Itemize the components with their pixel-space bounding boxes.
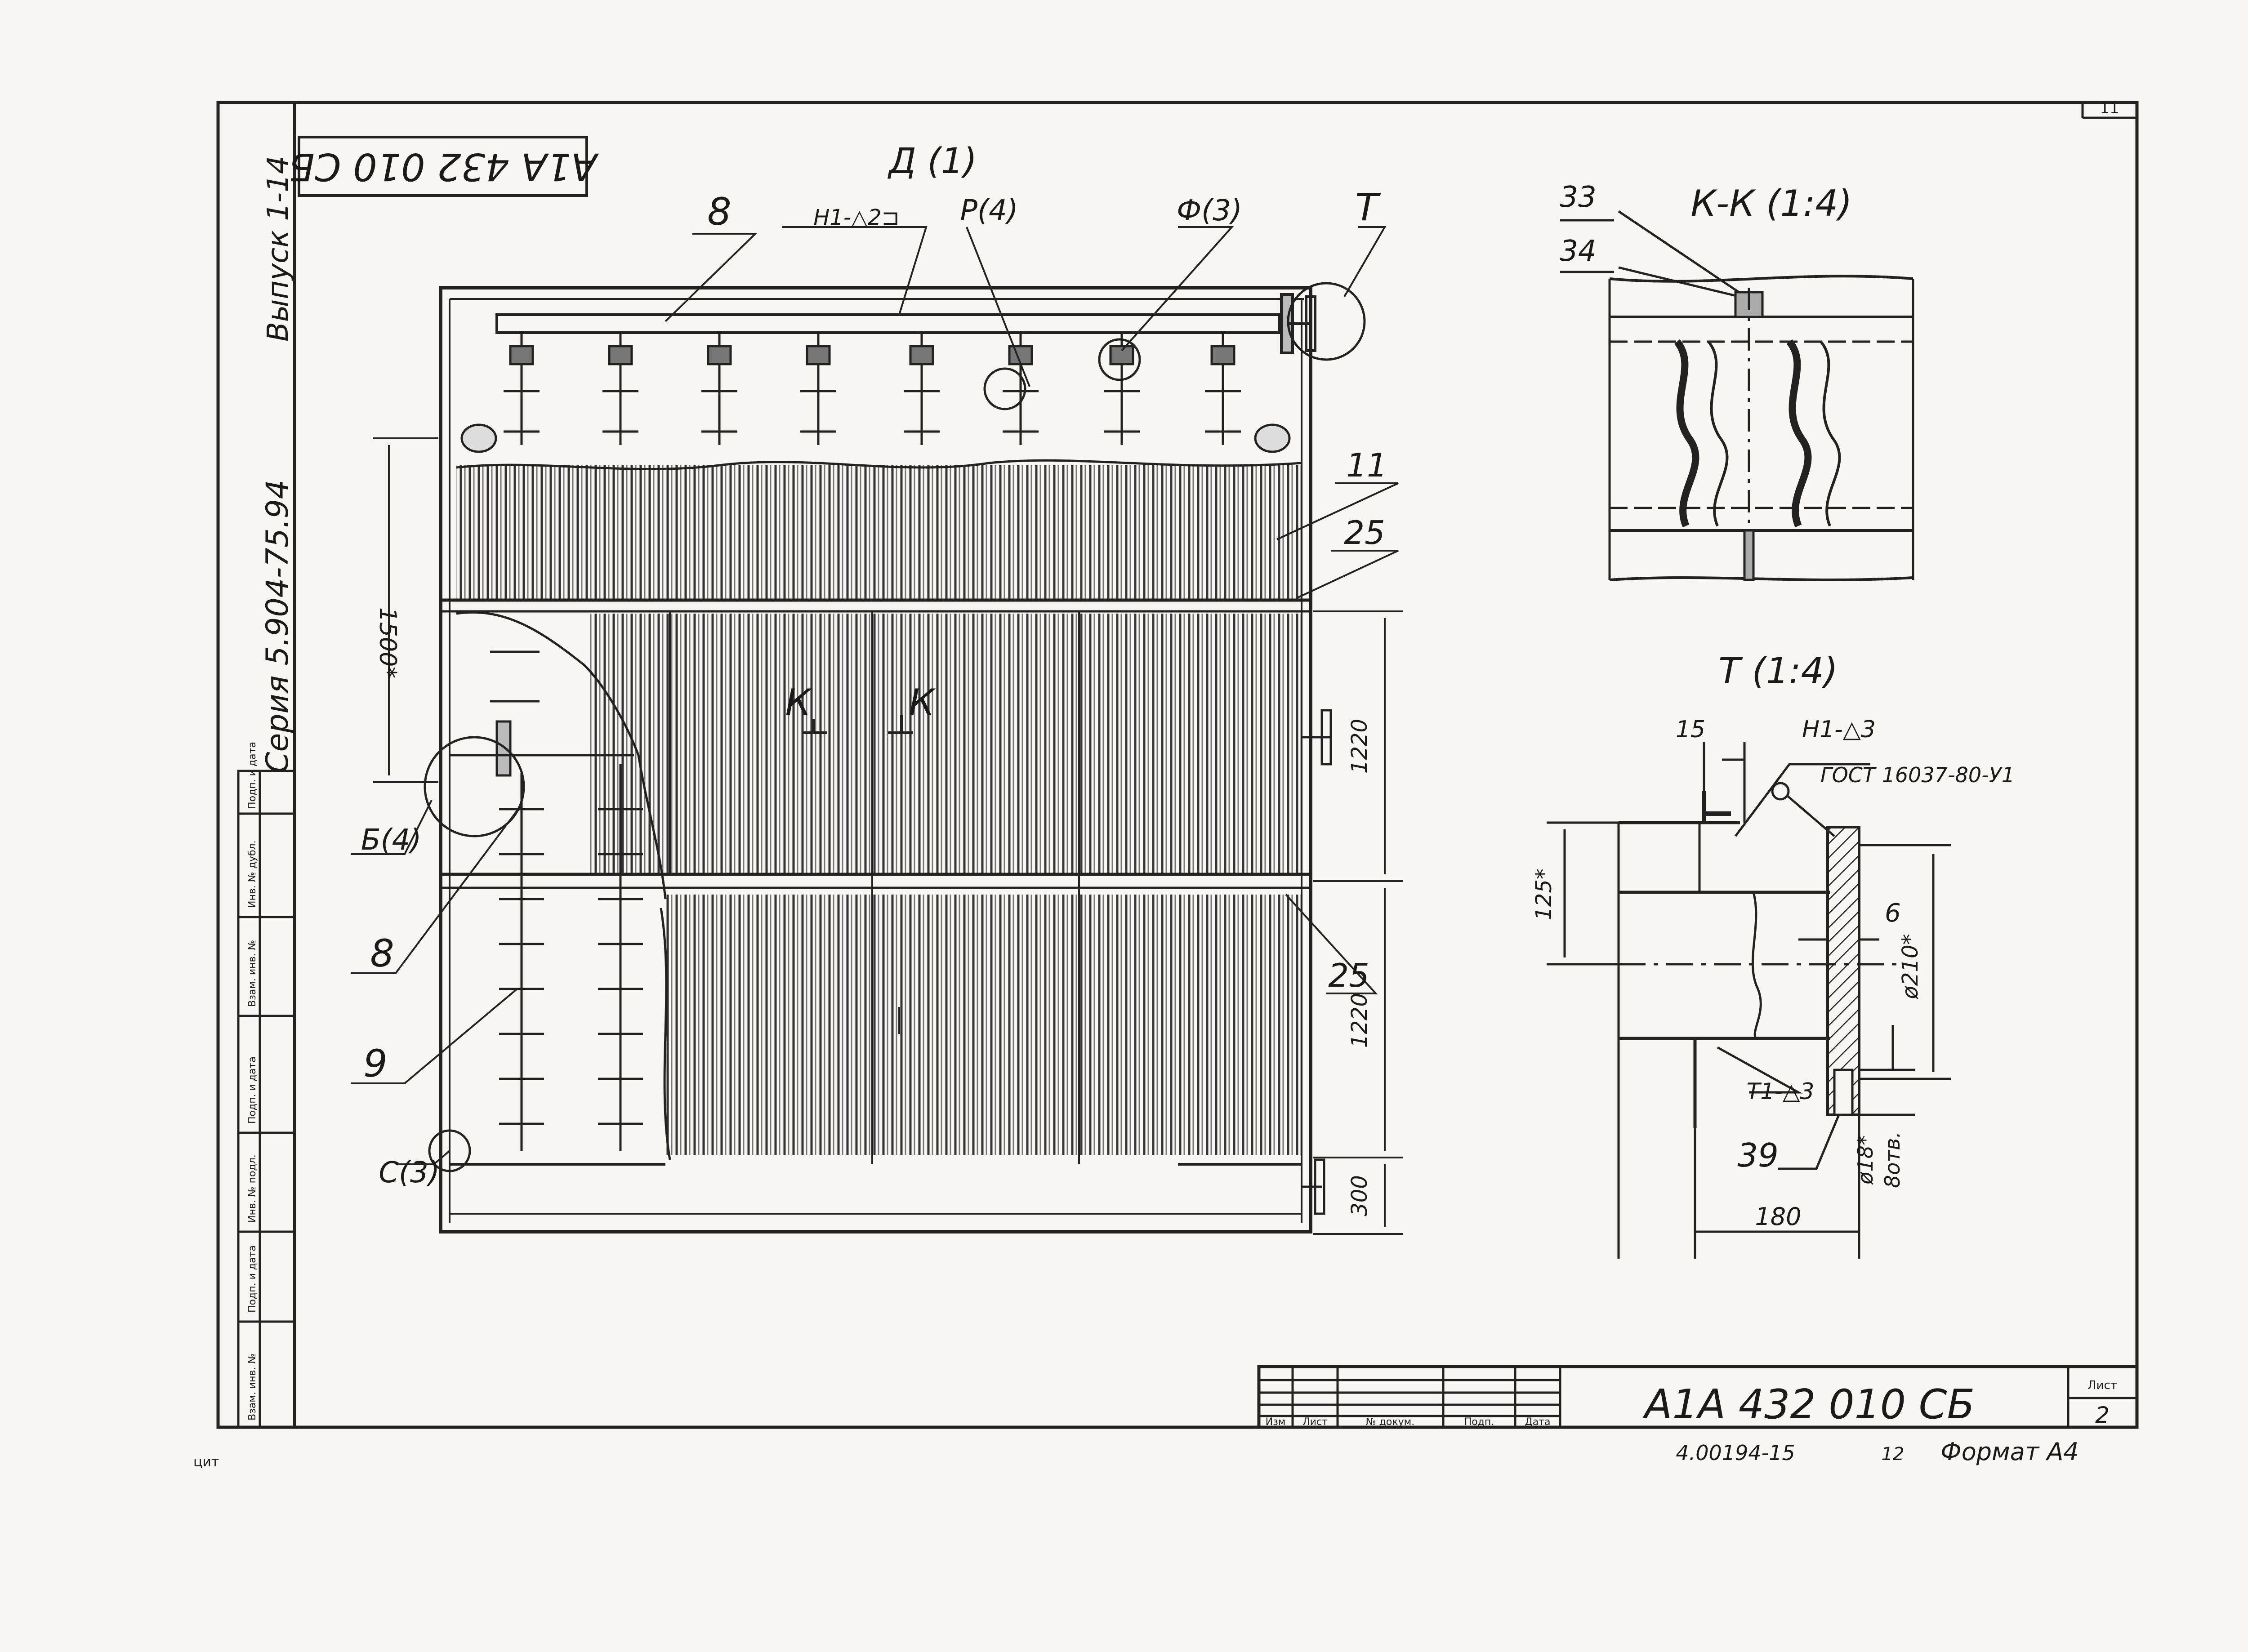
stamp-cell-4: Подп. и дата [247, 1056, 258, 1124]
section-marks-k [803, 715, 913, 734]
callout-8-left: 8 [370, 931, 394, 975]
side-stamp-labels: Взам. инв. № Подп. и дата Инв. № подл. П… [247, 742, 258, 1420]
callout-34: 34 [1560, 235, 1596, 268]
side-stamp [237, 770, 296, 1429]
weld-mark-top: Н1-△2⊐ [813, 205, 900, 230]
detail-t-view: Т (1:4) [1531, 650, 2015, 1259]
tube-bank-top [456, 465, 1302, 600]
header-list: Лист [1302, 1416, 1328, 1428]
stamp-cell-7: Подп. и дата [247, 742, 258, 809]
inventory-index: 12 [1882, 1444, 1905, 1465]
series-text: Серия 5.904-75.94 [260, 480, 295, 773]
detail-circle-b [424, 736, 525, 837]
corner-mark: цит [193, 1454, 219, 1470]
header-izm: Изм [1266, 1416, 1286, 1428]
left-hanger-rods [450, 650, 643, 1151]
detail-circle-p [983, 367, 1026, 410]
right-nozzles [1302, 709, 1332, 1215]
weld-mark-h1: Н1-△3 [1802, 716, 1876, 743]
top-right-sheet-number: 11 [2100, 99, 2119, 117]
dimension-lines [373, 437, 1403, 1235]
callout-p4: Р(4) [960, 194, 1018, 227]
tube-bank-middle [589, 614, 1302, 874]
main-view: Д (1) 8 Н1-△2⊐ Р(4) Ф(3) Т 11 25 25 Б(4)… [351, 141, 1403, 1235]
issue-text: Выпуск 1-14 [262, 156, 295, 342]
header-doc-no: № докум. [1366, 1416, 1414, 1428]
weld-mark-t1: Т1-△3 [1747, 1078, 1815, 1104]
callout-b4: Б(4) [361, 824, 422, 857]
callout-39: 39 [1737, 1136, 1779, 1174]
dim-300: 300 [1347, 1175, 1372, 1216]
section-k-left: К [785, 681, 812, 723]
section-k-right: К [909, 681, 936, 723]
detail-circle-f [1098, 338, 1141, 381]
title-block-headers: Изм Лист № докум. Подп. Дата [1266, 1416, 1551, 1428]
header-podp: Подп. [1464, 1416, 1494, 1428]
boxed-code-text: А1А 432 010 СБ [289, 145, 599, 189]
dim-18: ø18* [1853, 1135, 1878, 1185]
stamp-cell-5: Взам. инв. № [247, 940, 258, 1007]
boxed-code: А1А 432 010 СБ [289, 136, 599, 197]
section-kk-label: К-К (1:4) [1690, 183, 1852, 224]
callout-f3: Ф(3) [1177, 194, 1242, 227]
holes-count: 8отв. [1880, 1131, 1905, 1188]
title-designation: А1А 432 010 СБ [1642, 1381, 1975, 1428]
dim-1500: 1500* [374, 607, 401, 678]
gost-reference: ГОСТ 16037-80-У1 [1820, 763, 2015, 787]
callout-9: 9 [363, 1042, 387, 1086]
sheet-label: Лист [2087, 1379, 2117, 1392]
top-hanger-rods [460, 333, 1291, 453]
format-label: Формат А4 [1940, 1438, 2079, 1466]
dim-6: 6 [1885, 899, 1901, 928]
callout-c3: С(3) [379, 1156, 439, 1189]
leader-lines [351, 226, 1399, 1165]
stamp-cell-2: Подп. и дата [247, 1245, 258, 1313]
title-block [1257, 1365, 2139, 1429]
dim-1220-lower: 1220 [1347, 993, 1372, 1048]
callout-t: Т [1355, 185, 1381, 229]
detail-circles [424, 282, 1366, 1172]
detail-t-label: Т (1:4) [1718, 650, 1838, 692]
detail-circle-c [428, 1129, 471, 1172]
callout-25-upper: 25 [1344, 514, 1385, 552]
sheet-number: 2 [2095, 1402, 2110, 1428]
dim-210: ø210* [1898, 934, 1923, 1000]
stamp-cell-1: Взам. инв. № [247, 1354, 258, 1420]
section-kk-view: К-К (1:4) 33 34 [1560, 181, 1914, 581]
header-data: Дата [1525, 1416, 1551, 1428]
tube-bank-bottom [665, 895, 1302, 1155]
callout-8-top: 8 [707, 190, 731, 234]
stamp-cell-3: Инв. № подл. [247, 1154, 258, 1223]
dim-180: 180 [1755, 1202, 1801, 1231]
dim-1220-upper: 1220 [1347, 719, 1372, 774]
callout-25-lower: 25 [1328, 957, 1369, 994]
callout-33: 33 [1560, 181, 1596, 214]
inventory-number: 4.00194-15 [1676, 1441, 1795, 1465]
top-header-pipe [495, 293, 1316, 354]
stamp-cell-6: Инв. № дубл. [247, 840, 258, 908]
main-view-label: Д (1) [888, 141, 977, 182]
callout-11: 11 [1346, 446, 1387, 484]
detail-circle-t [1287, 282, 1366, 361]
dim-15: 15 [1676, 716, 1705, 743]
dim-125: 125* [1531, 868, 1557, 921]
